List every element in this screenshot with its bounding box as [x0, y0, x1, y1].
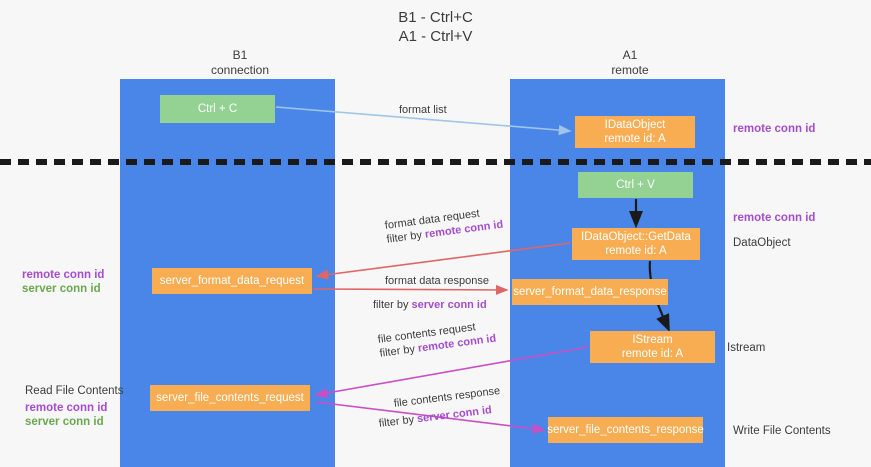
filter-key-server-conn-id: server conn id: [411, 299, 487, 311]
column-header-b1: B1 connection: [150, 48, 330, 78]
column-header-a1-name: A1: [622, 48, 638, 62]
annotation-read-file-contents: Read File Contents: [25, 385, 124, 397]
node-getdata-subtitle: remote id: A: [605, 245, 667, 257]
column-header-b1-role: connection: [210, 63, 270, 77]
filter-prefix: filter by: [373, 299, 412, 311]
column-header-a1-role: remote: [611, 63, 649, 77]
annotation-istream: Istream: [727, 342, 766, 354]
edge-label-format-list-text: format list: [399, 104, 447, 116]
annotation-write-file-contents: Write File Contents: [733, 425, 831, 437]
node-server-format-data-response[interactable]: server_format_data_response: [512, 279, 668, 305]
edge-label-format-data-response: format data response: [385, 274, 489, 288]
node-ctrl-c-label: Ctrl + C: [197, 103, 238, 115]
node-istream[interactable]: IStream remote id: A: [590, 331, 715, 363]
title-line-2: A1 - Ctrl+V: [398, 28, 473, 45]
edge-format-data-response: [312, 284, 509, 296]
annotation-dataobject: DataObject: [733, 237, 791, 249]
edge-label-format-data-response-filter: filter by server conn id: [373, 298, 487, 312]
node-ctrl-v[interactable]: Ctrl + V: [578, 172, 693, 198]
node-ctrl-c[interactable]: Ctrl + C: [160, 95, 275, 123]
node-idataobject-subtitle: remote id: A: [604, 133, 666, 145]
node-server-file-contents-request-label: server_file_contents_request: [156, 392, 304, 404]
node-server-file-contents-response[interactable]: server_file_contents_response: [547, 417, 704, 443]
node-server-file-contents-response-label: server_file_contents_response: [547, 424, 704, 436]
column-header-a1: A1 remote: [540, 48, 720, 78]
node-server-format-data-response-label: server_format_data_response: [513, 286, 667, 298]
annotation-remote-conn-id-mid: remote conn id: [733, 212, 816, 224]
node-idataobject-title: IDataObject: [604, 119, 666, 131]
annotation-remote-conn-id-left-mid: remote conn id: [22, 269, 105, 281]
node-server-file-contents-request[interactable]: server_file_contents_request: [150, 385, 310, 411]
annotation-left-conn-ids-low: remote conn id server conn id: [25, 401, 107, 429]
node-server-format-data-request[interactable]: server_format_data_request: [152, 268, 312, 294]
edge-format-data-request: [315, 242, 571, 280]
diagram-title: B1 - Ctrl+C A1 - Ctrl+V: [0, 8, 871, 46]
annotation-server-conn-id-left-mid: server conn id: [22, 283, 101, 295]
node-istream-subtitle: remote id: A: [621, 348, 684, 360]
node-server-format-data-request-label: server_format_data_request: [159, 275, 305, 287]
annotation-left-conn-ids-mid: remote conn id server conn id: [22, 268, 104, 296]
node-ctrl-v-label: Ctrl + V: [616, 179, 655, 191]
edge-file-contents-response: [315, 401, 546, 434]
title-line-1: B1 - Ctrl+C: [398, 9, 473, 26]
edge-format-list: [275, 106, 572, 136]
annotation-server-conn-id-left-low: server conn id: [25, 416, 104, 428]
edge-file-contents-request: [314, 346, 589, 399]
annotation-remote-conn-id-top: remote conn id: [733, 123, 816, 135]
node-idataobject[interactable]: IDataObject remote id: A: [575, 116, 695, 148]
column-header-b1-name: B1: [232, 48, 248, 62]
annotation-remote-conn-id-left-low: remote conn id: [25, 402, 108, 414]
node-idataobject-getdata[interactable]: IDataObject::GetData remote id: A: [572, 228, 700, 260]
edge-label-format-list: format list: [399, 103, 447, 117]
edge-label-format-data-response-line1: format data response: [385, 275, 489, 287]
node-istream-title: IStream: [632, 334, 673, 346]
node-getdata-title: IDataObject::GetData: [581, 231, 691, 243]
